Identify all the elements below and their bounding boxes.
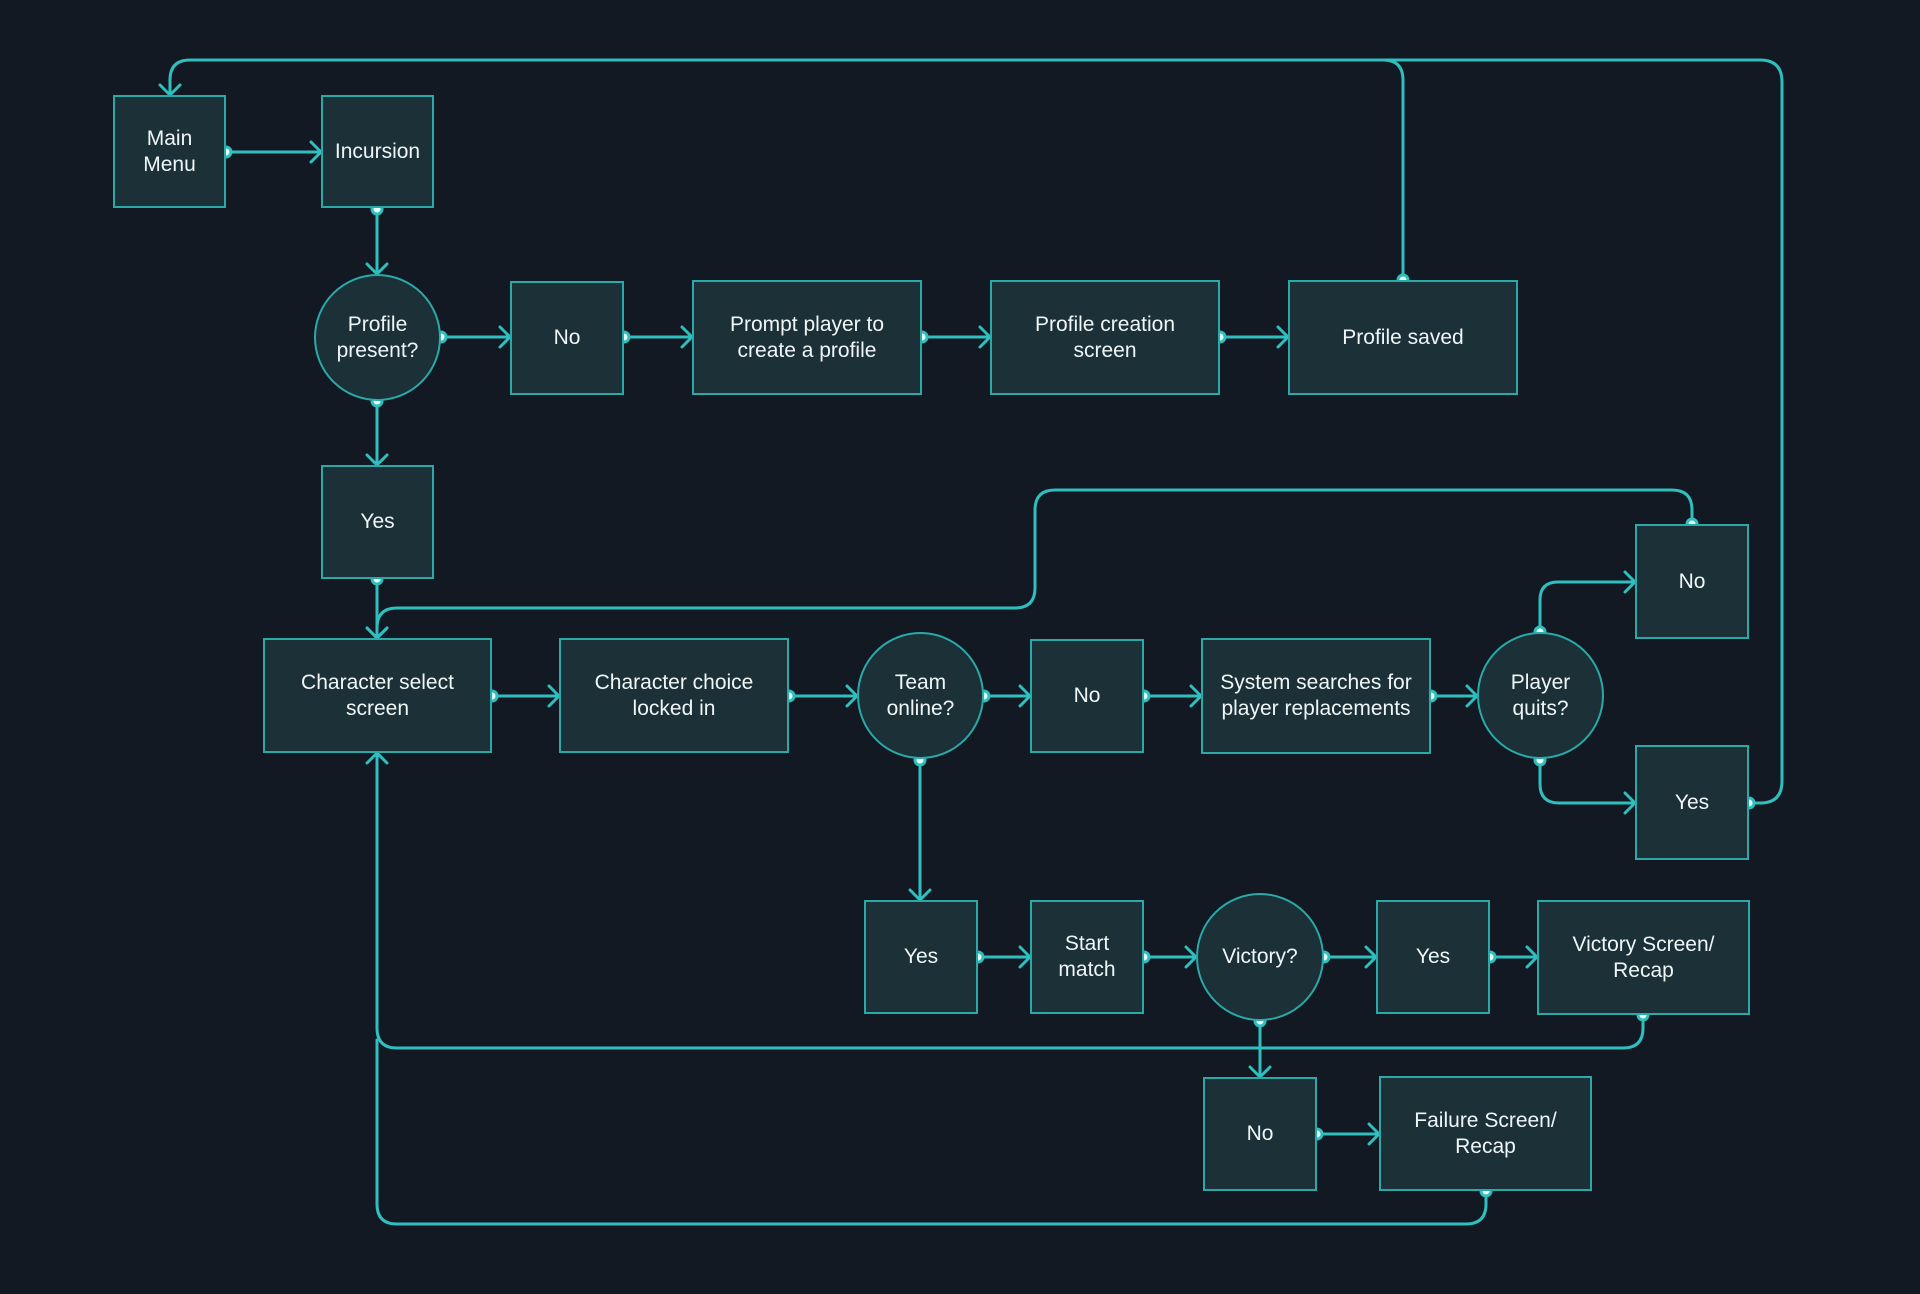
victory-no-label: No xyxy=(1246,1122,1274,1145)
arrowhead xyxy=(365,751,389,765)
failure-screen-node[interactable]: Failure Screen/Recap xyxy=(1379,1076,1592,1191)
profile-yes-node[interactable]: Yes xyxy=(321,465,434,579)
victory-label: Victory? xyxy=(1222,945,1298,968)
quits-yes-label: Yes xyxy=(1674,790,1710,814)
connector-victory-screen-to-character-select xyxy=(375,751,1645,1050)
team-no-node[interactable]: No xyxy=(1030,639,1144,753)
connector-saved-to-main-menu xyxy=(168,58,1405,282)
profile-saved-node[interactable]: Profile saved xyxy=(1288,280,1518,395)
connector-quits-no-to-character-select xyxy=(375,488,1694,640)
incursion-node[interactable]: Incursion xyxy=(321,95,434,208)
team-no-label: No xyxy=(1073,684,1101,707)
profile-yes-label: Yes xyxy=(360,510,395,533)
quits-no-label: No xyxy=(1678,569,1706,593)
quits-no-node[interactable]: No xyxy=(1635,524,1749,639)
team-yes-node[interactable]: Yes xyxy=(864,900,978,1014)
connector-player-quits-to-no xyxy=(1538,580,1637,634)
victory-no-node[interactable]: No xyxy=(1203,1077,1317,1191)
profile-no-node[interactable]: No xyxy=(510,281,624,395)
connector-quits-yes-to-main-menu xyxy=(1381,58,1784,805)
connector-failure-screen-to-character-select xyxy=(375,1038,1488,1226)
victory-screen-label: Victory Screen/Recap xyxy=(1572,932,1715,982)
victory-yes-node[interactable]: Yes xyxy=(1376,900,1490,1014)
quits-yes-node[interactable]: Yes xyxy=(1635,745,1749,860)
incursion-label: Incursion xyxy=(334,139,421,163)
profile-no-label: No xyxy=(553,326,581,349)
profile-saved-label: Profile saved xyxy=(1342,325,1464,349)
victory-yes-label: Yes xyxy=(1415,945,1451,968)
victory-screen-node[interactable]: Victory Screen/Recap xyxy=(1537,900,1750,1015)
victory-decision[interactable]: Victory? xyxy=(1196,893,1324,1021)
team-yes-label: Yes xyxy=(903,945,939,968)
failure-screen-label: Failure Screen/Recap xyxy=(1414,1108,1557,1158)
connector-player-quits-to-yes xyxy=(1538,758,1637,805)
